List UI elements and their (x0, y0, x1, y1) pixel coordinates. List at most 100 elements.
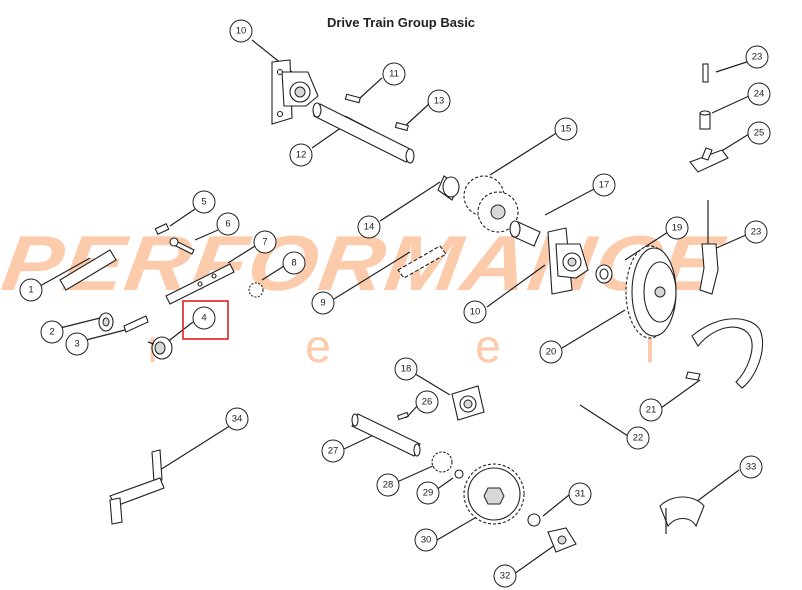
callout-28[interactable]: 28 (376, 473, 400, 497)
part-3-pin (123, 315, 149, 333)
svg-text:10: 10 (470, 307, 481, 318)
callout-12[interactable]: 12 (289, 143, 313, 167)
part-9-chain (397, 245, 447, 279)
part-4-knob (147, 336, 173, 360)
part-14-spacer (437, 175, 460, 201)
callout-29[interactable]: 29 (416, 481, 440, 505)
svg-text:1: 1 (28, 285, 33, 296)
svg-text:19: 19 (672, 223, 683, 234)
part-8-small-gear (248, 282, 264, 298)
svg-text:23: 23 (751, 227, 762, 238)
svg-text:33: 33 (746, 462, 757, 473)
svg-text:14: 14 (364, 222, 375, 233)
callout-23[interactable]: 23 (745, 45, 769, 69)
callout-22[interactable]: 23 (744, 220, 768, 244)
svg-text:22: 22 (633, 433, 644, 444)
part-28-pinion-gear (431, 451, 453, 473)
part-22-brake-lever (699, 200, 719, 295)
part-5-bolt (154, 223, 170, 235)
callout-7[interactable]: 7 (253, 230, 277, 254)
callout-9[interactable]: 9 (311, 291, 335, 315)
svg-text:21: 21 (646, 405, 657, 416)
callout-14[interactable]: 14 (357, 215, 381, 239)
callout-10-mid[interactable]: 10 (463, 300, 487, 324)
part-24-bushing (699, 110, 711, 130)
svg-text:5: 5 (201, 197, 206, 208)
callout-bubbles: 10 11 13 12 23 24 25 15 17 14 5 6 7 8 9 … (19, 19, 771, 588)
svg-text:25: 25 (754, 128, 765, 139)
callout-21[interactable]: 22 (626, 426, 650, 450)
svg-text:8: 8 (291, 258, 296, 269)
callout-19[interactable]: 20 (539, 340, 563, 364)
watermark-letter-4: l (645, 320, 655, 372)
svg-text:20: 20 (546, 347, 557, 358)
callout-32[interactable]: 32 (493, 564, 517, 588)
svg-text:7: 7 (262, 237, 267, 248)
callout-1[interactable]: 1 (19, 278, 43, 302)
watermark-letter-2: e (305, 320, 331, 372)
callout-26[interactable]: 26 (415, 390, 439, 414)
svg-text:17: 17 (599, 180, 610, 191)
callout-17[interactable]: 18 (394, 357, 418, 381)
callout-5[interactable]: 5 (192, 190, 216, 214)
highlight-label: 4 (201, 313, 206, 324)
callout-10-top[interactable]: 10 (229, 19, 253, 43)
svg-text:27: 27 (328, 446, 339, 457)
part-6-pin (169, 237, 195, 255)
part-7-mount-plate (165, 263, 235, 305)
callout-8[interactable]: 8 (282, 251, 306, 275)
part-11-key (344, 93, 361, 104)
part-10-bearing-bracket-top (271, 59, 319, 125)
part-27-axle-shaft (351, 413, 421, 457)
svg-text:9: 9 (320, 298, 325, 309)
callout-25[interactable]: 25 (747, 121, 771, 145)
part-29-washer (454, 469, 464, 479)
watermark-letter-3: e (475, 320, 501, 372)
highlight-box (182, 300, 229, 340)
part-2-washer (98, 312, 114, 332)
diagram-title: Drive Train Group Basic (326, 15, 476, 30)
part-23-pin (702, 63, 709, 83)
svg-text:29: 29 (423, 488, 434, 499)
svg-text:6: 6 (225, 219, 230, 230)
callout-31[interactable]: 31 (568, 482, 592, 506)
svg-text:12: 12 (296, 150, 307, 161)
callout-6[interactable]: 6 (216, 212, 240, 236)
svg-text:30: 30 (421, 535, 432, 546)
svg-text:26: 26 (422, 397, 433, 408)
parts (59, 59, 764, 553)
part-34-chain-guard (659, 496, 705, 534)
callout-30[interactable]: 30 (414, 528, 438, 552)
callout-20[interactable]: 21 (639, 398, 663, 422)
part-32-hub (547, 527, 577, 553)
part-33-crank-handle (109, 449, 165, 525)
callout-27[interactable]: 27 (321, 439, 345, 463)
part-16-bearing (509, 220, 541, 247)
part-15-double-sprocket (463, 175, 519, 233)
callout-33[interactable]: 34 (225, 407, 249, 431)
part-26-key (396, 411, 410, 421)
part-30-sprocket (463, 463, 525, 525)
part-25-clip (689, 147, 729, 173)
svg-text:10: 10 (236, 26, 247, 37)
svg-text:18: 18 (401, 364, 412, 375)
part-1-cover-plate (59, 249, 117, 291)
callout-3[interactable]: 3 (65, 332, 89, 356)
part-17-bearing-flange (451, 385, 485, 421)
callout-24[interactable]: 24 (747, 82, 771, 106)
callout-4-highlighted[interactable]: 4 (182, 300, 229, 340)
callout-16[interactable]: 17 (592, 173, 616, 197)
part-20-brake-band (685, 318, 764, 389)
svg-text:13: 13 (434, 96, 445, 107)
svg-text:31: 31 (575, 489, 586, 500)
callout-11[interactable]: 11 (382, 62, 406, 86)
part-18-spacer (595, 264, 613, 284)
callout-34[interactable]: 33 (739, 455, 763, 479)
callout-18[interactable]: 19 (665, 216, 689, 240)
callout-15[interactable]: 15 (554, 117, 578, 141)
part-13-key (394, 121, 409, 132)
callout-2[interactable]: 2 (40, 320, 64, 344)
svg-text:3: 3 (74, 339, 79, 350)
callout-13[interactable]: 13 (427, 89, 451, 113)
